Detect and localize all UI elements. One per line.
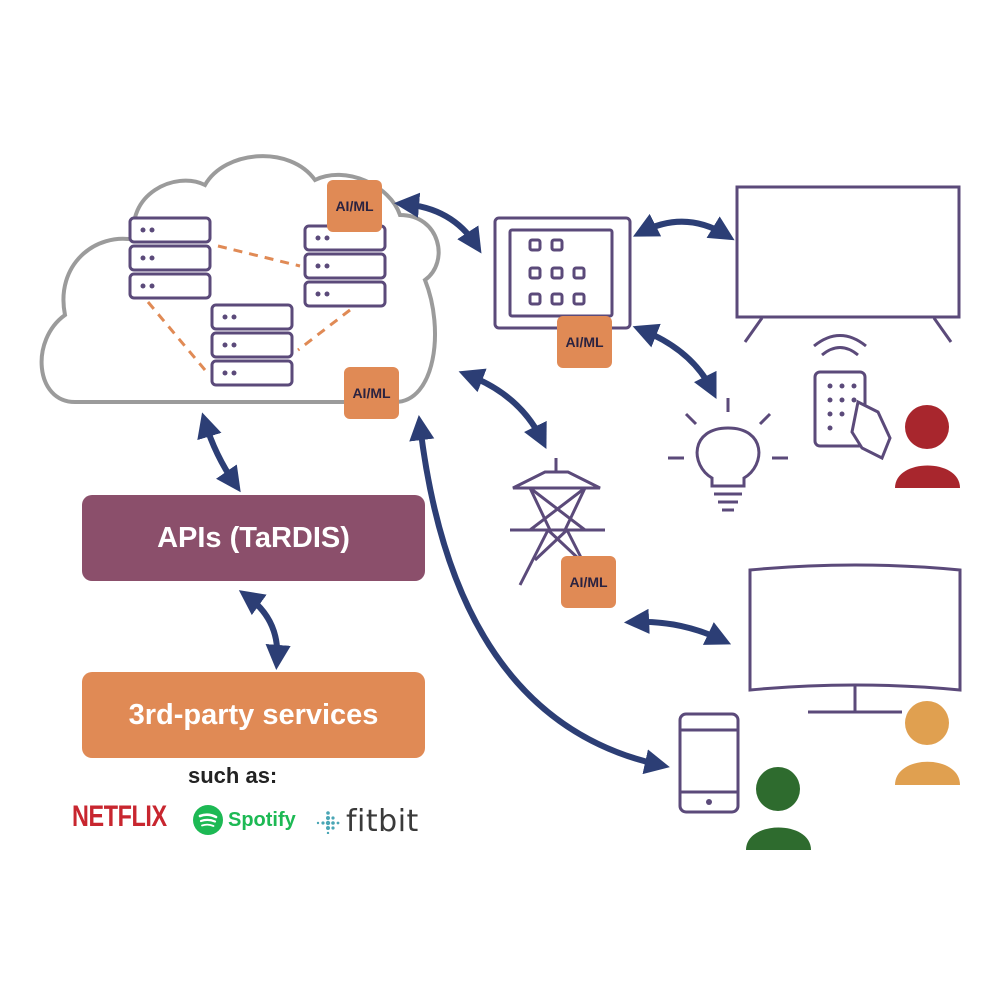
svg-text:AI/ML: AI/ML [569, 574, 608, 590]
svg-text:AI/ML: AI/ML [335, 198, 374, 214]
aiml-badge-cloud-bottom: AI/ML [344, 367, 399, 419]
arrow-cloud-apis [197, 412, 241, 493]
apis-box: APIs (TaRDIS) [82, 495, 425, 581]
aiml-badge-hub: AI/ML [557, 316, 612, 368]
spotify-wordmark: Spotify [228, 808, 296, 831]
spotify-icon [193, 805, 223, 835]
apis-label: APIs (TaRDIS) [157, 521, 350, 554]
such-as-label: such as: [188, 763, 278, 788]
tv-icon [735, 185, 961, 343]
third-party-box: 3rd-party services [82, 672, 425, 758]
arrow-hub-bulb [632, 323, 717, 400]
person-icon [895, 701, 960, 785]
smartphone-icon [678, 712, 740, 814]
third-party-label: 3rd-party services [128, 698, 379, 731]
server-icon [128, 216, 212, 300]
lightbulb-icon [668, 398, 788, 512]
server-links [146, 244, 351, 371]
arrow-cloud-phone [409, 414, 670, 775]
fitbit-wordmark: fitbit [346, 804, 419, 839]
person-icon [895, 405, 960, 488]
arrow-cloud-hub [393, 192, 482, 254]
server-icon [210, 303, 294, 387]
spotify-logo: Spotify [193, 805, 296, 835]
server-icon [303, 224, 387, 308]
connection-arrows [197, 192, 735, 775]
aiml-badge-cloud-top: AI/ML [327, 180, 382, 232]
svg-text:AI/ML: AI/ML [565, 334, 604, 350]
fitbit-logo: fitbit [316, 804, 419, 839]
svg-text:AI/ML: AI/ML [352, 385, 391, 401]
arrow-tower-monitor [623, 608, 732, 645]
person-icon [746, 767, 811, 850]
arrow-cloud-tower [458, 368, 547, 450]
fitbit-icon [316, 810, 340, 834]
aiml-badge-tower: AI/ML [561, 556, 616, 608]
netflix-logo: NETFLIX [72, 800, 167, 833]
control-panel-icon [493, 216, 632, 330]
arrow-hub-tv [633, 213, 735, 241]
remote-icon [813, 334, 892, 461]
arrow-apis-third [238, 590, 291, 671]
monitor-icon [748, 563, 962, 714]
